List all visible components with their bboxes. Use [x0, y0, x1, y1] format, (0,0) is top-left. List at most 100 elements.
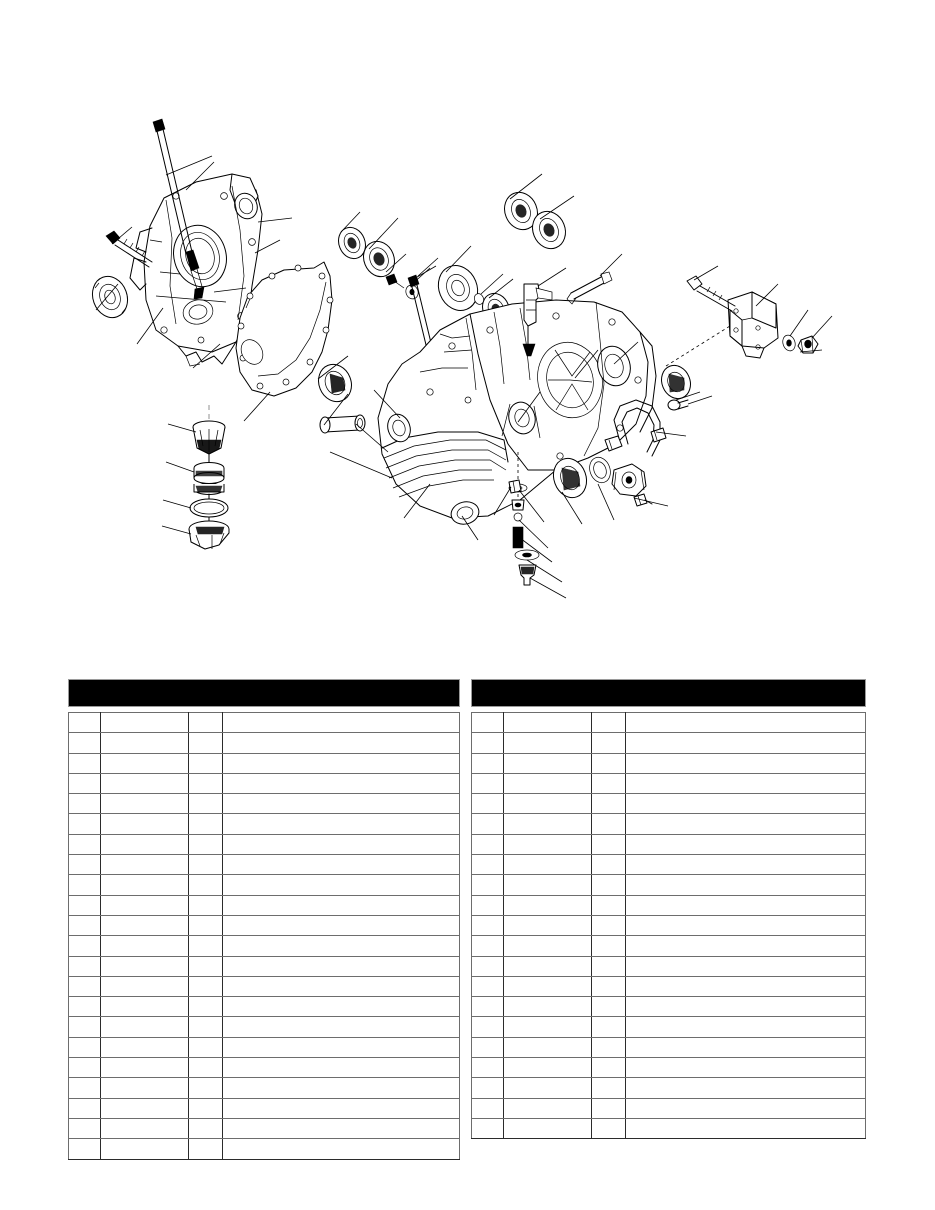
table-cell [591, 1036, 626, 1059]
table-cell [503, 711, 592, 734]
table-cell [471, 813, 504, 835]
table-cell [68, 955, 101, 977]
diagram-svg: .ln{fill:none;stroke:#000;stroke-width:1… [91, 118, 833, 599]
table-cell [222, 711, 460, 734]
table-cell [591, 711, 626, 734]
table-row [471, 711, 866, 734]
table-row [471, 1016, 866, 1038]
table-cell [188, 874, 223, 896]
hex-bolt-long [105, 230, 153, 268]
table-row [471, 752, 866, 774]
table-cell [100, 1016, 189, 1038]
table-cell [68, 793, 101, 815]
table-row [68, 772, 460, 795]
table-cell [471, 711, 504, 734]
table-cell [100, 894, 189, 916]
table-cell [188, 1036, 223, 1059]
table-cell [68, 1057, 101, 1079]
table-cell [471, 1057, 504, 1079]
table-cell [503, 1057, 592, 1079]
table-cell [625, 711, 866, 734]
table-cell [471, 1117, 504, 1140]
table-row [471, 914, 866, 937]
table-cell [100, 1138, 189, 1160]
table-cell [625, 793, 866, 815]
table-cell [68, 732, 101, 754]
table-cell [471, 1077, 504, 1099]
oil-seal-lower [552, 457, 588, 499]
table-cell [471, 914, 504, 937]
table-cell [625, 1097, 866, 1119]
table-row [471, 955, 866, 977]
breather-fitting [522, 283, 553, 357]
table-cell [188, 955, 223, 977]
crankcase-exploded-diagram: .ln{fill:none;stroke:#000;stroke-width:1… [91, 118, 833, 599]
table-row [471, 1117, 866, 1140]
table-cell [100, 1036, 189, 1059]
table-row [471, 772, 866, 795]
table-cell [503, 1097, 592, 1119]
table-row [68, 1036, 460, 1059]
table-row [471, 793, 866, 815]
ball-bearing-4 [532, 210, 566, 250]
table-cell [591, 813, 626, 835]
table-cell [625, 1016, 866, 1038]
table-cell [188, 996, 223, 1018]
oil-strainer-cap [192, 420, 226, 455]
ball-bearing-3 [504, 191, 538, 231]
table-cell [222, 1036, 460, 1059]
table-cell [471, 1097, 504, 1119]
parts-table-right-grid [471, 711, 866, 1140]
table-cell [471, 935, 504, 957]
table-cell [222, 1097, 460, 1119]
table-cell [471, 975, 504, 998]
oil-strainer-base [188, 520, 230, 550]
table-cell [471, 793, 504, 815]
table-cell [591, 772, 626, 795]
table-cell [503, 833, 592, 856]
table-cell [503, 975, 592, 998]
table-cell [100, 1117, 189, 1140]
table-cell [625, 935, 866, 957]
table-cell [625, 1077, 866, 1099]
table-cell [625, 874, 866, 896]
table-cell [188, 854, 223, 876]
table-cell [68, 711, 101, 734]
table-cell [68, 1077, 101, 1099]
dowel-rod-upper [566, 271, 613, 305]
table-cell [68, 975, 101, 998]
table-cell [625, 894, 866, 916]
table-row [68, 955, 460, 977]
table-cell [503, 935, 592, 957]
table-row [471, 894, 866, 916]
table-cell [503, 996, 592, 1018]
table-cell [188, 935, 223, 957]
crankcase-gasket [235, 261, 334, 397]
table-cell [68, 752, 101, 774]
table-row [68, 874, 460, 896]
table-cell [503, 1117, 592, 1140]
table-cell [503, 793, 592, 815]
table-cell [591, 996, 626, 1018]
table-cell [222, 793, 460, 815]
oil-seal-bracket [661, 364, 691, 400]
table-cell [471, 996, 504, 1018]
table-row [68, 996, 460, 1018]
table-cell [100, 772, 189, 795]
table-cell [222, 854, 460, 876]
table-row [68, 935, 460, 957]
table-row [68, 732, 460, 754]
table-cell [68, 914, 101, 937]
table-cell [100, 813, 189, 835]
table-cell [68, 854, 101, 876]
table-cell [503, 752, 592, 774]
table-cell [188, 1117, 223, 1140]
table-cell [503, 1016, 592, 1038]
table-cell [68, 1036, 101, 1059]
table-cell [222, 813, 460, 835]
table-row [471, 854, 866, 876]
parts-table-left-header [68, 679, 460, 707]
table-cell [591, 914, 626, 937]
table-cell [68, 1016, 101, 1038]
